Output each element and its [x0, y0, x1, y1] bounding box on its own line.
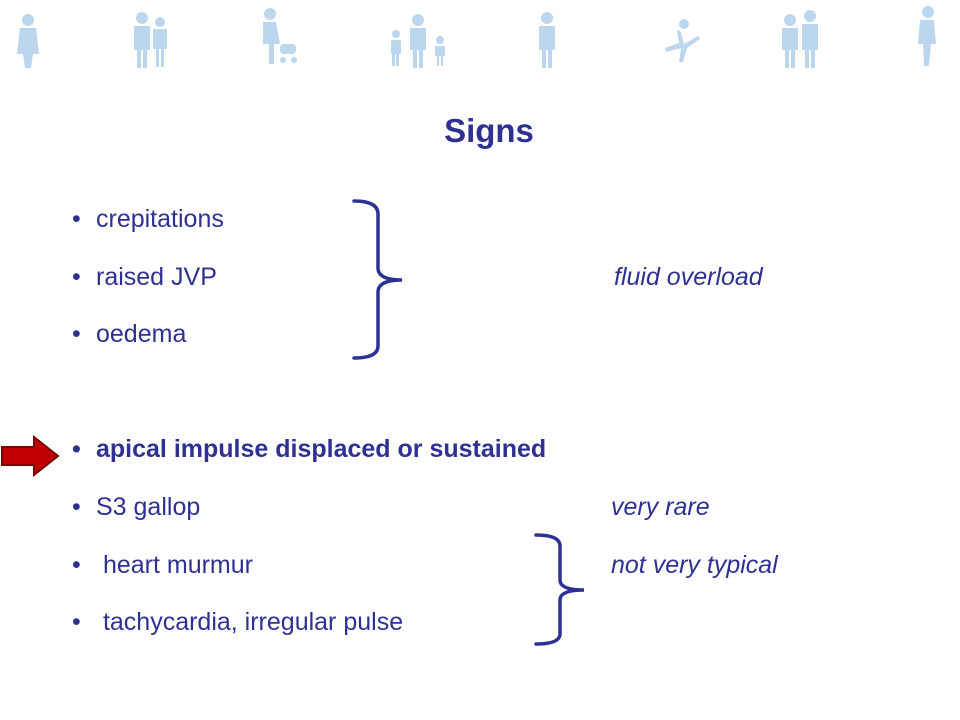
list-item: • raised JVP [72, 260, 217, 294]
list-item-text: S3 gallop [96, 493, 201, 521]
list-item: • heart murmur [72, 548, 253, 582]
very-rare-note: very rare [611, 493, 710, 521]
list-item-highlight: • apical impulse displaced or sustained [72, 432, 546, 466]
fluid-overload-note: fluid overload [614, 263, 763, 291]
list-item: • tachycardia, irregular pulse [72, 605, 403, 639]
list-item-text: crepitations [96, 205, 224, 233]
bullet: • [72, 493, 81, 521]
list-item-text: tachycardia, irregular pulse [96, 608, 404, 636]
not-very-typical-note: not very typical [611, 551, 778, 579]
bullet: • [72, 320, 81, 348]
bullet: • [72, 551, 81, 579]
bullet: • [72, 263, 81, 291]
red-arrow-icon [1, 435, 60, 477]
bullet: • [72, 608, 81, 636]
slide-title: Signs [444, 112, 534, 149]
list-item-text: oedema [96, 320, 187, 348]
list-item-text: raised JVP [96, 263, 217, 291]
bullet: • [72, 435, 81, 463]
bullet: • [72, 205, 81, 233]
list-item-text: apical impulse displaced or sustained [96, 435, 547, 463]
list-item-text: heart murmur [96, 551, 253, 579]
right-curly-brace-icon [534, 533, 585, 646]
people-silhouettes-icon [17, 6, 936, 68]
right-curly-brace-icon [352, 199, 403, 360]
list-item: • S3 gallop [72, 490, 200, 524]
list-item: • oedema [72, 317, 186, 351]
list-item: • crepitations [72, 202, 224, 236]
